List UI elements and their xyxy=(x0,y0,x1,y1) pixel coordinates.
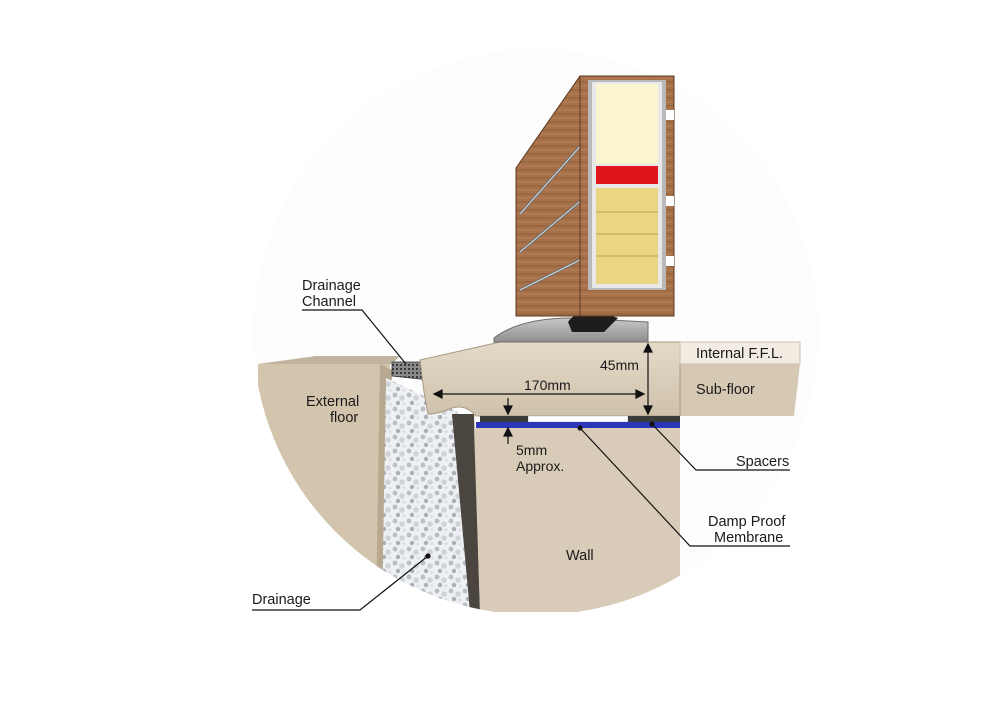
label-internal-ffl: Internal F.F.L. xyxy=(696,346,783,362)
label-damp-proof-2: Membrane xyxy=(714,530,783,546)
door-leaf xyxy=(515,75,675,317)
label-sub-floor: Sub-floor xyxy=(696,382,755,398)
label-drainage: Drainage xyxy=(252,592,311,608)
wall xyxy=(474,428,680,612)
label-drainage-channel-2: Channel xyxy=(302,294,356,310)
wall-face xyxy=(452,414,480,612)
insulation-core xyxy=(596,188,658,284)
label-wall: Wall xyxy=(566,548,594,564)
label-spacers: Spacers xyxy=(736,454,789,470)
label-external-floor-2: floor xyxy=(330,410,358,426)
label-drainage-channel-1: Drainage xyxy=(302,278,361,294)
dim-width: 170mm xyxy=(524,377,571,393)
dim-gap-1: 5mm xyxy=(516,442,547,458)
stone-sill xyxy=(419,341,681,417)
damp-proof-membrane xyxy=(476,422,680,428)
seal-red xyxy=(596,166,658,184)
dim-height: 45mm xyxy=(600,357,639,373)
label-damp-proof-1: Damp Proof xyxy=(708,514,786,530)
spacers xyxy=(628,416,680,422)
dimension-lines xyxy=(432,342,653,444)
dim-gap-2: Approx. xyxy=(516,458,564,474)
internal-ffl xyxy=(679,341,801,365)
drainage-gravel xyxy=(382,378,476,612)
label-external-floor-1: External xyxy=(306,394,359,410)
leader-lines xyxy=(252,309,790,611)
insulation-top xyxy=(596,84,658,164)
sub-floor xyxy=(680,364,800,416)
spacer-gap xyxy=(527,415,629,423)
